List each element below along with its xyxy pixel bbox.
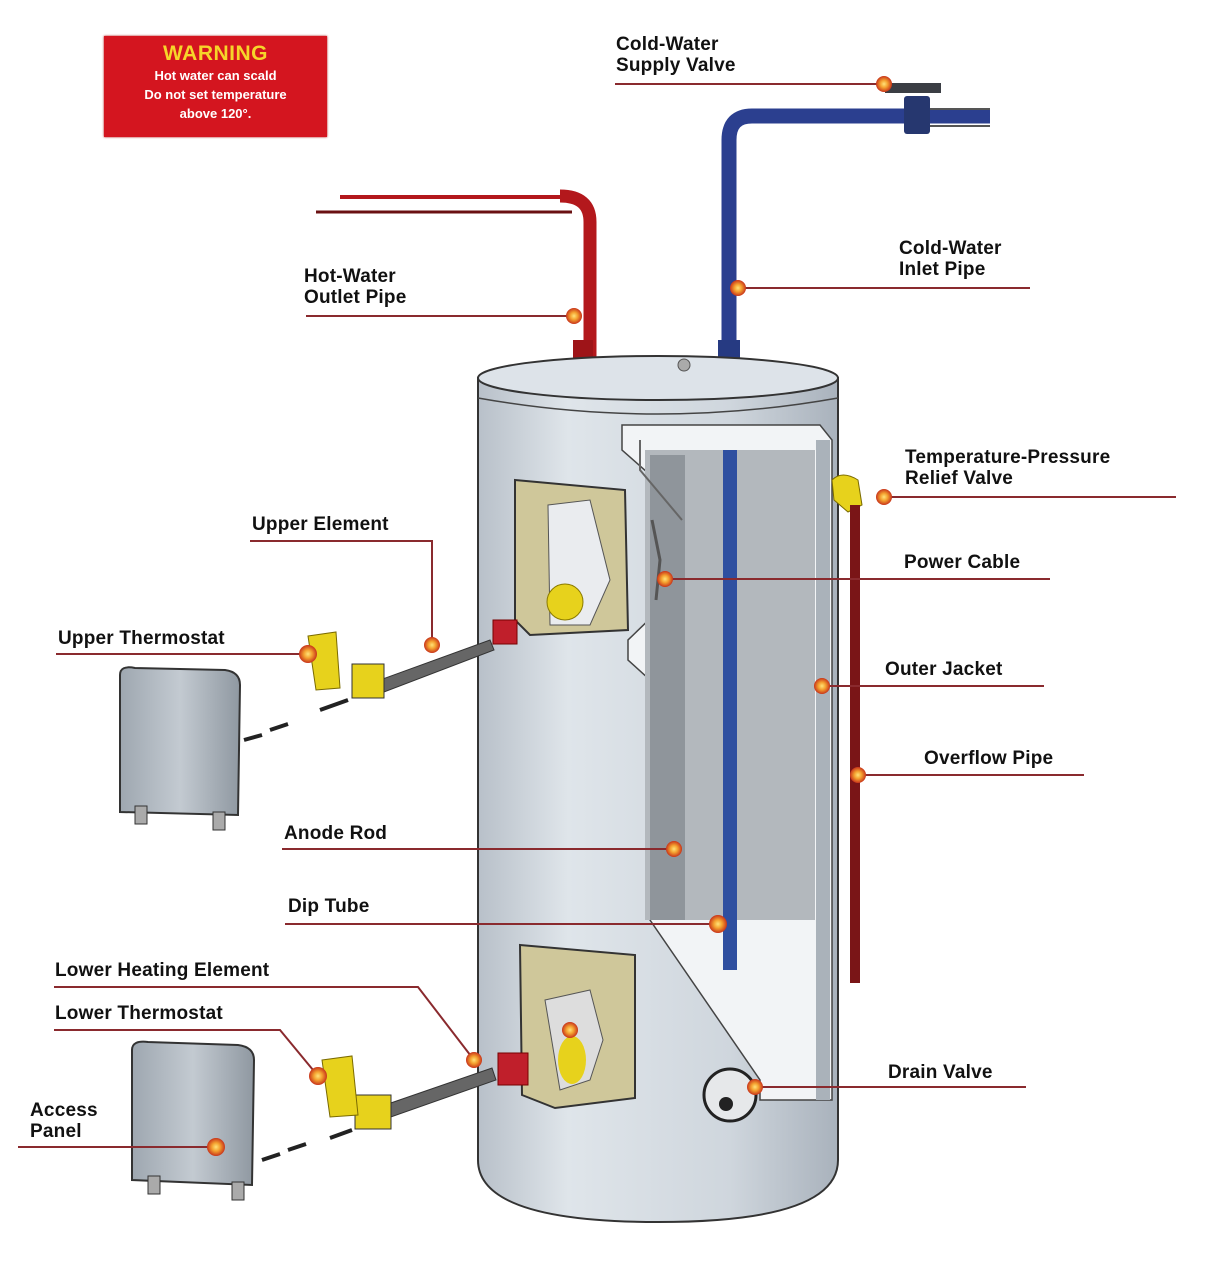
warning-heading: WARNING [163,42,268,65]
callout-dot [562,1022,578,1038]
callout-dot [850,767,866,783]
callout-dot [309,1067,327,1085]
callout-dot [709,915,727,933]
callout-dot [424,637,440,653]
warning-sign: WARNING Hot water can scald Do not set t… [104,36,327,137]
callout-dot [207,1138,225,1156]
callout-dots [207,76,892,1156]
label-drain-valve: Drain Valve [888,1062,993,1083]
label-line: Cold-Water [616,34,719,55]
tank [477,355,839,1224]
callout-dot [466,1052,482,1068]
warning-line: Hot water can scald [154,68,277,83]
warning-line: Do not set temperature [144,87,287,102]
lower-components [131,1040,497,1201]
dip-tube-shape [723,450,737,970]
label-line: Access [30,1100,98,1121]
label-upper-thermostat: Upper Thermostat [58,628,225,649]
label-hot-water-outlet-pipe: Hot-Water Outlet Pipe [304,266,407,308]
label-line: Outlet Pipe [304,287,407,308]
label-cold-water-supply-valve: Cold-Water Supply Valve [616,34,736,76]
callout-line-upper-element [250,540,433,645]
label-line: Cold-Water [899,238,1002,259]
drain-valve-shape [702,1067,758,1123]
relief-valve-and-overflow [831,474,863,983]
callout-dot [657,571,673,587]
label-power-cable: Power Cable [904,552,1021,573]
callout-dot [814,678,830,694]
label-line: Supply Valve [616,55,736,76]
callout-line-lower-thermostat [54,1029,319,1077]
callout-dot [876,76,892,92]
lower-access-panel-shape [131,1040,256,1187]
upper-access-panel-shape [119,666,242,817]
upper-components [119,631,495,831]
callout-dot [566,308,582,324]
callout-dot [299,645,317,663]
label-temperature-pressure-relief-valve: Temperature-Pressure Relief Valve [905,447,1110,489]
callout-line-lower-element [54,986,475,1061]
callout-lines [18,83,1176,1148]
callout-dot [747,1079,763,1095]
cold-water-inlet-pipe [718,83,990,366]
label-line: Panel [30,1121,82,1142]
warning-line: above 120°. [179,106,252,121]
label-line: Temperature-Pressure [905,447,1111,468]
label-line: Relief Valve [905,468,1014,489]
label-outer-jacket: Outer Jacket [885,659,1003,680]
label-access-panel: Access Panel [30,1100,98,1142]
label-overflow-pipe: Overflow Pipe [924,748,1054,769]
label-lower-thermostat: Lower Thermostat [55,1003,223,1024]
label-lower-heating-element: Lower Heating Element [55,960,270,981]
label-line: Hot-Water [304,266,396,287]
label-dip-tube: Dip Tube [288,896,370,917]
callout-dot [666,841,682,857]
callout-dot [876,489,892,505]
label-line: Inlet Pipe [899,259,986,280]
label-cold-water-inlet-pipe: Cold-Water Inlet Pipe [899,238,1002,280]
callout-dot [730,280,746,296]
label-anode-rod: Anode Rod [284,823,388,844]
label-upper-element: Upper Element [252,514,389,535]
